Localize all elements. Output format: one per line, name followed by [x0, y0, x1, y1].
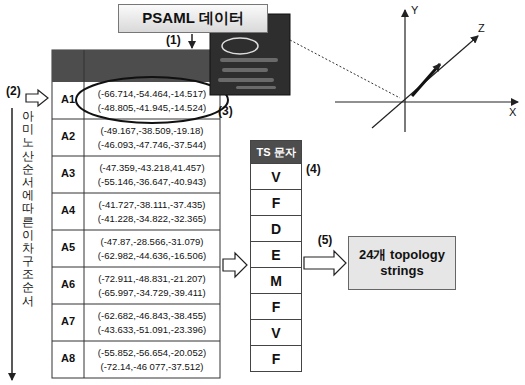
axis-label: Z: [478, 22, 485, 34]
coordinate-cell: (-47.87,-28.566,-31.079): [84, 235, 220, 248]
order-arrow: [11, 108, 13, 380]
axis-label: X: [509, 106, 516, 118]
coordinate-cell: (-41.228,-34.822,-32.365): [84, 212, 220, 225]
callout-number: (4): [306, 162, 321, 176]
edge-label: (5): [317, 233, 334, 247]
coordinate-cell: (-72.14,-46 077,-37.512): [84, 360, 220, 373]
coordinate-cell: (-43.633,-51.091,-23.396): [84, 323, 220, 336]
table-rules: [52, 119, 220, 341]
coordinate-cell: (-62.982,-44.636,-16.506): [84, 249, 220, 262]
pointer-arrow: [26, 90, 48, 106]
direction-vector: [412, 64, 440, 96]
callout-number: (2): [6, 84, 21, 98]
callout-number: (3): [218, 104, 233, 118]
residue-id: A6: [52, 278, 84, 290]
flow-arrow: [223, 253, 247, 277]
zoom-line: [290, 40, 400, 98]
ts-cell: M: [251, 267, 301, 293]
connector: [304, 251, 346, 275]
coordinate-cell: (-62.682,-46.843,-38.455): [84, 309, 220, 322]
coordinate-cell: (-66.714,-54.464,-14.517): [84, 87, 220, 100]
coordinate-cell: (-65.997,-34.729,-39.411): [84, 286, 220, 299]
node-text: E: [271, 247, 280, 263]
residue-id: A2: [52, 130, 84, 142]
table-rule: [84, 50, 85, 378]
ts-cell: F: [251, 293, 301, 319]
coordinate-cell: (-49.167,-38.509,-19.18): [84, 124, 220, 137]
ts-column: TS 문자VFDEMFVF: [250, 140, 302, 372]
x-axis: [335, 101, 518, 102]
image-ellipse: [222, 38, 258, 54]
connector-arrow: [304, 251, 346, 275]
axis-label: Y: [411, 4, 418, 16]
coordinate-cell: (-48.805,-41.945,-14.524): [84, 101, 220, 114]
residue-id: A1: [52, 93, 84, 105]
node-text: V: [271, 325, 280, 341]
ts-cell: D: [251, 215, 301, 241]
ts-cell: F: [251, 345, 301, 371]
node-text: V: [271, 169, 280, 185]
residue-id: A4: [52, 204, 84, 216]
node-text: F: [272, 195, 281, 211]
down-arrow: [191, 34, 193, 48]
result-box: 24개 topology strings: [348, 236, 456, 290]
ts-cell: V: [251, 319, 301, 345]
ts-cell: V: [251, 163, 301, 189]
y-axis: [404, 10, 405, 132]
coordinate-cell: (-46.093,-47.746,-37.544): [84, 138, 220, 151]
coordinate-cell: (-47.359,-43.218,41.457): [84, 161, 220, 174]
node-text: PSAML 데이터: [142, 9, 243, 28]
z-axis: [372, 36, 478, 128]
table-frame: [52, 50, 220, 378]
callout-number: (1): [166, 33, 181, 47]
node-text: D: [271, 221, 281, 237]
residue-id: A5: [52, 241, 84, 253]
node-text: M: [270, 273, 282, 289]
node-text: 24개 topology strings: [353, 247, 451, 280]
data-title-box: PSAML 데이터: [118, 4, 268, 33]
coordinate-cell: (-55.852,-56.654,-20.052): [84, 346, 220, 359]
node-text: F: [272, 299, 281, 315]
ts-cell: F: [251, 189, 301, 215]
coordinate-cell: (-72.911,-48.831,-21.207): [84, 272, 220, 285]
residue-id: A8: [52, 352, 84, 364]
node-text: F: [272, 351, 281, 367]
residue-id: A3: [52, 167, 84, 179]
column-header: TS 문자: [251, 141, 301, 163]
residue-id: A7: [52, 315, 84, 327]
ts-cell: E: [251, 241, 301, 267]
highlight-ellipse: [76, 77, 228, 123]
axis-caption: 아미노산 순서에 따른 이차구조 순서: [22, 110, 34, 308]
coordinate-cell: (-55.146,-36.647,-40.943): [84, 175, 220, 188]
coordinate-cell: (-41.727,-38.111,-37.435): [84, 198, 220, 211]
